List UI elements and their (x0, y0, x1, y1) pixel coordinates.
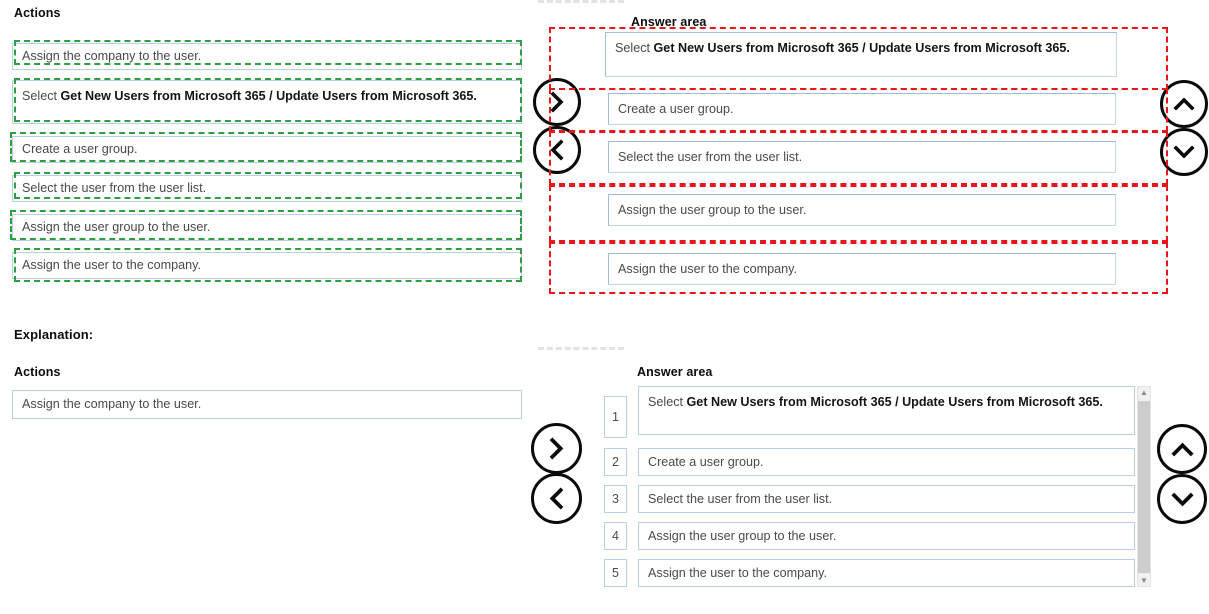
bottom-answer-item-1-prefix: Select (648, 395, 687, 409)
bottom-answer-num-2: 2 (604, 448, 627, 476)
bottom-answer-num-3-label: 3 (612, 492, 619, 506)
chevron-up-icon (1170, 442, 1194, 456)
top-answer-item-2[interactable]: Create a user group. (608, 93, 1116, 125)
top-action-item-5-label: Assign the user group to the user. (22, 220, 211, 235)
top-move-left-button[interactable] (533, 126, 581, 174)
scrollbar-thumb[interactable] (1138, 400, 1150, 573)
top-answer-item-5-label: Assign the user to the company. (618, 261, 797, 276)
top-answer-item-3[interactable]: Select the user from the user list. (608, 141, 1116, 173)
top-action-item-5[interactable]: Assign the user group to the user. (12, 214, 522, 241)
bottom-answer-num-5-label: 5 (612, 566, 619, 580)
bottom-answer-item-1-bold: Get New Users from Microsoft 365 / Updat… (686, 395, 1103, 409)
bottom-move-left-button[interactable] (531, 473, 582, 524)
bottom-answer-item-5-label: Assign the user to the company. (648, 565, 827, 580)
top-action-item-4-label: Select the user from the user list. (22, 181, 207, 196)
bottom-answer-item-2[interactable]: Create a user group. (638, 448, 1135, 476)
top-answer-item-3-label: Select the user from the user list. (618, 149, 803, 164)
chevron-right-icon (549, 437, 564, 460)
top-action-item-4[interactable]: Select the user from the user list. (12, 175, 522, 202)
scrollbar-down-arrow[interactable]: ▼ (1140, 576, 1148, 585)
top-action-item-3-label: Create a user group. (22, 142, 138, 157)
bottom-answer-num-1: 1 (604, 396, 627, 438)
chevron-down-icon (1173, 145, 1195, 159)
bottom-answer-num-4: 4 (604, 522, 627, 550)
chevron-left-icon (549, 487, 564, 510)
top-move-down-button[interactable] (1160, 128, 1208, 176)
top-answer-item-4[interactable]: Assign the user group to the user. (608, 194, 1116, 226)
chevron-down-icon (1170, 492, 1194, 506)
top-actions-header: Actions (14, 6, 61, 20)
bottom-answer-num-5: 5 (604, 559, 627, 587)
bottom-action-item-1-label: Assign the company to the user. (22, 397, 202, 412)
chevron-right-icon (550, 91, 564, 113)
bottom-answer-item-4-label: Assign the user group to the user. (648, 528, 837, 543)
top-answer-item-1-label: Select Get New Users from Microsoft 365 … (615, 40, 1070, 57)
bottom-answer-num-4-label: 4 (612, 529, 619, 543)
top-action-item-1[interactable]: Assign the company to the user. (12, 43, 522, 70)
bottom-answer-header: Answer area (637, 365, 713, 379)
top-answer-header: Answer area (631, 15, 707, 29)
bottom-answer-item-3-label: Select the user from the user list. (648, 491, 833, 506)
top-action-item-2-prefix: Select (22, 89, 61, 103)
top-answer-item-2-label: Create a user group. (618, 101, 734, 116)
top-gray-dash-marker (538, 0, 624, 3)
bottom-answer-num-3: 3 (604, 485, 627, 513)
bottom-answer-item-1-label: Select Get New Users from Microsoft 365 … (648, 394, 1103, 411)
bottom-answer-num-2-label: 2 (612, 455, 619, 469)
top-answer-item-5[interactable]: Assign the user to the company. (608, 253, 1116, 285)
top-answer-item-1-bold: Get New Users from Microsoft 365 / Updat… (653, 41, 1070, 55)
bottom-action-item-1[interactable]: Assign the company to the user. (12, 390, 522, 419)
bottom-gray-dash-marker (538, 347, 624, 350)
top-action-item-6-label: Assign the user to the company. (22, 258, 201, 273)
top-action-item-2-label: Select Get New Users from Microsoft 365 … (22, 88, 477, 105)
bottom-answer-item-4[interactable]: Assign the user group to the user. (638, 522, 1135, 550)
top-answer-item-1-prefix: Select (615, 41, 654, 55)
top-action-item-3[interactable]: Create a user group. (12, 136, 522, 163)
top-answer-item-1[interactable]: Select Get New Users from Microsoft 365 … (605, 32, 1117, 77)
explanation-label: Explanation: (14, 327, 94, 342)
bottom-answer-item-3[interactable]: Select the user from the user list. (638, 485, 1135, 513)
bottom-answer-item-2-label: Create a user group. (648, 454, 764, 469)
bottom-move-right-button[interactable] (531, 423, 582, 474)
chevron-up-icon (1173, 97, 1195, 111)
top-action-item-6[interactable]: Assign the user to the company. (12, 252, 522, 279)
bottom-answer-num-1-label: 1 (612, 410, 619, 424)
top-action-item-1-label: Assign the company to the user. (22, 49, 202, 64)
top-action-item-2-bold: Get New Users from Microsoft 365 / Updat… (60, 89, 477, 103)
chevron-left-icon (550, 139, 564, 161)
bottom-move-up-button[interactable] (1157, 424, 1207, 474)
bottom-answer-item-5[interactable]: Assign the user to the company. (638, 559, 1135, 587)
top-answer-item-4-label: Assign the user group to the user. (618, 202, 807, 217)
top-move-right-button[interactable] (533, 78, 581, 126)
bottom-move-down-button[interactable] (1157, 474, 1207, 524)
answer-area-scrollbar[interactable]: ▲ ▼ (1137, 386, 1151, 587)
bottom-answer-item-1[interactable]: Select Get New Users from Microsoft 365 … (638, 386, 1135, 435)
top-action-item-2[interactable]: Select Get New Users from Microsoft 365 … (12, 80, 522, 124)
top-move-up-button[interactable] (1160, 80, 1208, 128)
scrollbar-up-arrow[interactable]: ▲ (1140, 388, 1148, 397)
bottom-actions-header: Actions (14, 365, 61, 379)
